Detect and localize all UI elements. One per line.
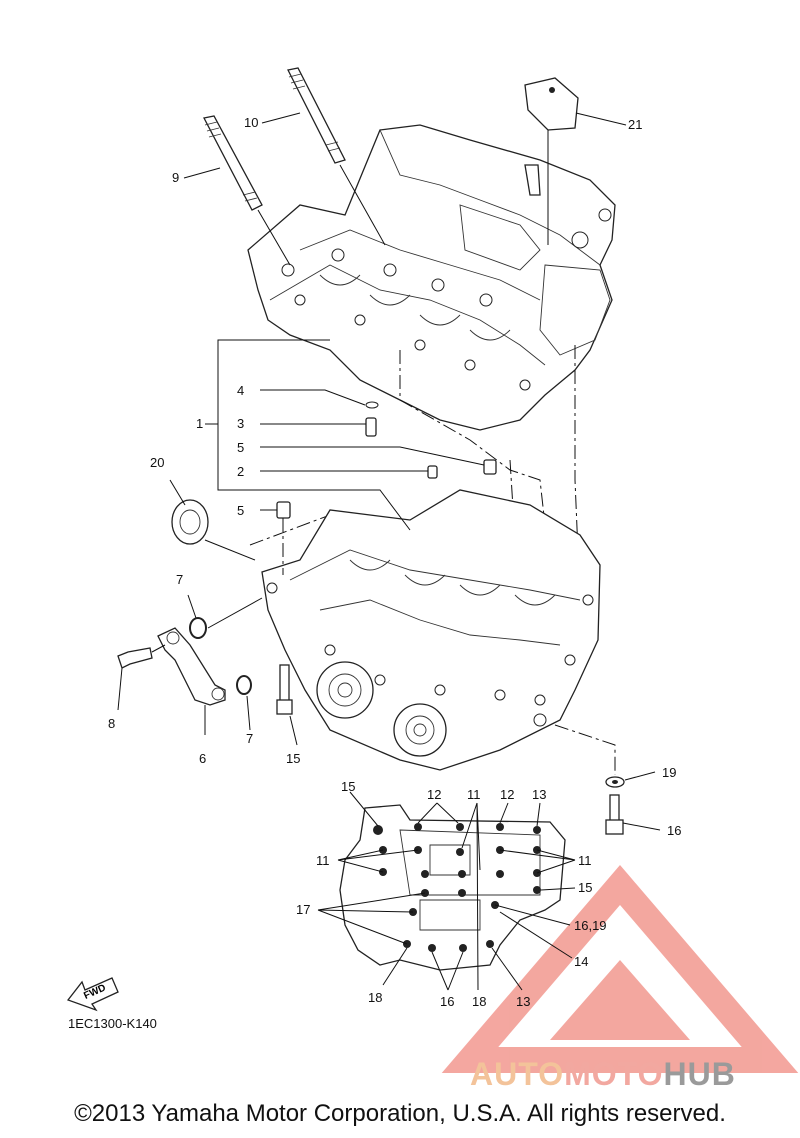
callout-16-19: 16,19 xyxy=(574,918,607,933)
watermark-logo xyxy=(441,865,799,1073)
watermark-moto: MOTO xyxy=(564,1056,664,1092)
callout-11-left: 11 xyxy=(316,853,330,868)
callout-2: 2 xyxy=(237,464,244,479)
callout-1: 1 xyxy=(196,416,203,431)
oil-filler-plug xyxy=(169,479,256,561)
lower-crankcase xyxy=(261,489,601,771)
bolt-16-washer-19 xyxy=(605,771,661,835)
callout-13-top: 13 xyxy=(532,787,546,802)
callout-12-right: 12 xyxy=(500,787,514,802)
callout-3: 3 xyxy=(237,416,244,431)
callout-9: 9 xyxy=(172,170,179,185)
watermark-auto: AUTO xyxy=(470,1056,565,1092)
callout-5-lower: 5 xyxy=(237,503,244,518)
callout-12-left: 12 xyxy=(427,787,441,802)
callout-17: 17 xyxy=(296,902,310,917)
diagram-code: 1EC1300-K140 xyxy=(68,1016,157,1031)
callout-18-left: 18 xyxy=(368,990,382,1005)
callout-18-right: 18 xyxy=(472,994,486,1009)
forward-arrow-icon: FWD xyxy=(66,977,119,1012)
callout-5-upper: 5 xyxy=(237,440,244,455)
callout-21: 21 xyxy=(628,117,642,132)
callout-8: 8 xyxy=(108,716,115,731)
breather-cover xyxy=(524,77,579,245)
bolt-15 xyxy=(276,664,298,746)
watermark-hub: HUB xyxy=(663,1056,736,1092)
oil-delivery-pipe xyxy=(117,594,263,735)
callout-13-bottom: 13 xyxy=(516,994,530,1009)
callout-7-right: 7 xyxy=(246,731,253,746)
callout-15-top: 15 xyxy=(341,779,355,794)
dowels-and-pins xyxy=(260,389,497,575)
callout-16-bolt: 16 xyxy=(667,823,681,838)
stud-bolts xyxy=(203,67,386,266)
callout-10: 10 xyxy=(244,115,258,130)
callout-15-right: 15 xyxy=(578,880,592,895)
callout-4: 4 xyxy=(237,383,244,398)
callout-6: 6 xyxy=(199,751,206,766)
watermark-text: AUTOMOTOHUB xyxy=(470,1056,736,1093)
copyright-notice: ©2013 Yamaha Motor Corporation, U.S.A. A… xyxy=(74,1100,726,1127)
callout-11-right: 11 xyxy=(578,853,592,868)
callout-20: 20 xyxy=(150,455,164,470)
callout-labels: 10 9 21 4 1 3 5 2 5 20 7 8 6 7 15 19 16 … xyxy=(108,112,681,1009)
callout-7-left: 7 xyxy=(176,572,183,587)
part-1-bracket xyxy=(205,339,411,531)
upper-crankcase xyxy=(247,124,616,431)
crankcase-bottom-view xyxy=(317,791,576,991)
callout-19: 19 xyxy=(662,765,676,780)
callout-14: 14 xyxy=(574,954,588,969)
callout-16-bottom: 16 xyxy=(440,994,454,1009)
callout-15-bolt: 15 xyxy=(286,751,300,766)
callout-11-top: 11 xyxy=(467,787,481,802)
